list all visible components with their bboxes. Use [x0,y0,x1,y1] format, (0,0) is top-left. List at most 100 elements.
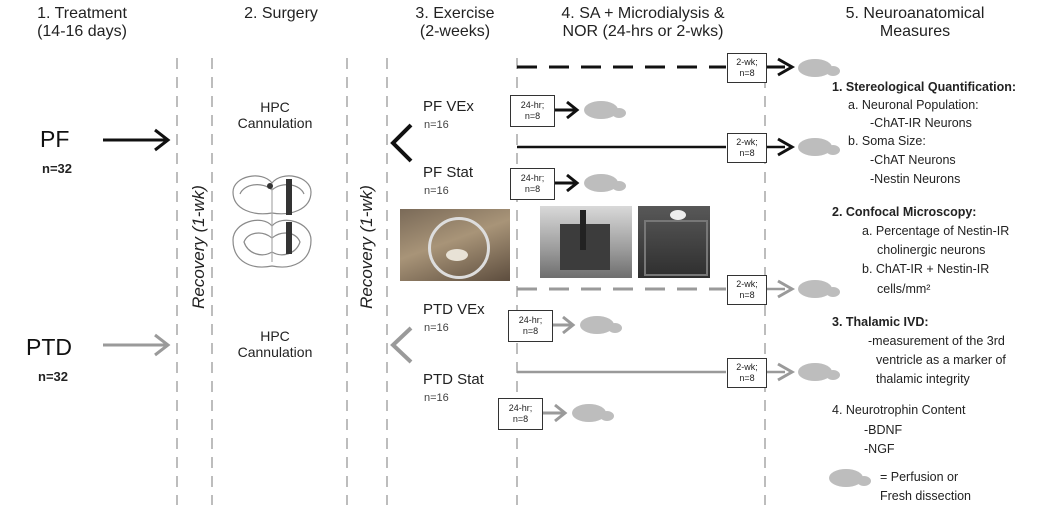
header-testing-line2: NOR (24-hrs or 2-wks) [562,23,724,41]
box-ptd-stat-24hr-line1: 24-hr; [508,403,533,414]
box-ptd-stat-2wk-line2: n=8 [739,373,755,383]
nor-rat-shape [670,210,686,220]
measure-1-line-b: b. Soma Size: [848,134,926,148]
ptd-arrow [103,333,171,357]
subgroup-ptd-stat-label: PTD Stat [423,371,484,388]
subgroup-ptd-vex-n: n=16 [424,322,449,334]
box-ptd-vex-24hr-line2: n=8 [522,326,539,336]
header-treatment-line2: (14-16 days) [37,23,127,41]
box-ptd-stat-2wk: 2-wk; n=8 [727,358,767,388]
pf-stat-24hr-arrow [554,173,580,193]
header-treatment-line1: 1. Treatment [37,5,127,22]
subgroup-pf-stat-n: n=16 [424,185,449,197]
measure-1-title: 1. Stereological Quantification: [832,80,1017,94]
box-ptd-stat-2wk-line1: 2-wk; [736,362,758,373]
brain-icons [572,59,871,487]
measure-2-line-a1: cholinergic neurons [877,243,986,257]
header-measures: 5. Neuroanatomical Measures [795,5,1035,42]
header-measures-line2: Measures [879,23,951,41]
rat-shape [446,249,468,261]
box-pf-stat-24hr-line1: 24-hr; [520,173,545,184]
measure-2-line-a: a. Percentage of Nestin-IR [862,224,1010,238]
measure-4-title: 4. Neurotrophin Content [832,403,966,417]
measure-1-line-a1: -ChAT-IR Neurons [870,116,972,130]
measure-4-line-1: -BDNF [864,423,903,437]
ptd-stat-2wk-line [517,362,796,382]
cannula-lower [286,222,292,254]
pf-arrow [103,128,171,152]
ptd-split-chevron [390,326,413,364]
ptd-vex-2wk-line [517,279,796,299]
subgroup-pf-stat-label: PF Stat [423,164,474,181]
arena-shape [644,220,708,276]
coronal-brain-section-sketch [232,175,312,268]
group-pf-label: PF [40,126,70,152]
surgery-label-pf: HPC Cannulation [230,99,320,131]
header-testing: 4. SA + Microdialysis & NOR (24-hrs or 2… [528,5,758,42]
wheel-running-photo [400,209,510,281]
pf-vex-24hr-arrow [554,100,580,120]
box-pf-stat-2wk-line1: 2-wk; [736,137,758,148]
legend-line-1: = Perfusion or [880,470,959,484]
recovery-label-1: Recovery (1-wk) [189,185,208,309]
pf-split-chevron [390,123,413,163]
header-exercise-line2: (2-weeks) [419,23,491,41]
measure-2-line-b: b. ChAT-IR + Nestin-IR [862,262,990,276]
measure-3-line-3: thalamic integrity [876,372,970,386]
recovery-label-2: Recovery (1-wk) [357,185,376,309]
cannula-upper [286,179,292,215]
header-exercise: 3. Exercise (2-weeks) [395,5,515,42]
microdialysis-photo [540,206,632,278]
injection-site-dot [267,183,273,189]
header-exercise-line1: 3. Exercise [415,5,495,22]
box-ptd-vex-24hr-line1: 24-hr; [518,315,543,326]
header-measures-line1: 5. Neuroanatomical [845,5,985,22]
box-ptd-stat-24hr: 24-hr; n=8 [498,398,543,430]
group-ptd-n: n=32 [38,369,68,384]
surgery-label-ptd: HPC Cannulation [230,328,320,360]
box-pf-vex-2wk-line2: n=8 [739,68,755,78]
box-pf-vex-24hr-line2: n=8 [524,111,541,121]
measure-4-line-2: -NGF [864,442,895,456]
box-pf-stat-2wk-line2: n=8 [739,148,755,158]
header-testing-line1: 4. SA + Microdialysis & [561,5,725,22]
nor-arena-photo [638,206,710,278]
group-ptd-label: PTD [26,334,72,360]
ptd-vex-24hr-arrow [552,315,576,335]
ptd-stat-24hr-arrow [542,403,568,423]
box-pf-stat-24hr-line2: n=8 [524,184,541,194]
header-surgery-line1: 2. Surgery [244,5,318,22]
measure-1-line-b2: -Nestin Neurons [870,172,961,186]
subgroup-pf-vex-label: PF VEx [423,98,474,115]
measure-3-line-1: -measurement of the 3rd [868,334,1005,348]
box-ptd-vex-2wk-line1: 2-wk; [736,279,758,290]
measure-2-title: 2. Confocal Microscopy: [832,205,977,219]
measure-3-line-2: ventricle as a marker of [876,353,1006,367]
measure-1-line-b1: -ChAT Neurons [870,153,956,167]
box-ptd-vex-2wk: 2-wk; n=8 [727,275,767,305]
legend-line-2: Fresh dissection [880,489,972,503]
surgery-label-pf-line2: Cannulation [237,115,313,132]
box-ptd-vex-2wk-line2: n=8 [739,290,755,300]
box-pf-vex-24hr: 24-hr; n=8 [510,95,555,127]
box-pf-vex-2wk: 2-wk; n=8 [727,53,767,83]
tether-shape [580,210,586,250]
pf-stat-2wk-line [517,137,796,157]
surgery-label-ptd-line1: HPC [260,328,290,344]
box-pf-stat-2wk: 2-wk; n=8 [727,133,767,163]
header-surgery: 2. Surgery [226,5,336,23]
subgroup-ptd-stat-n: n=16 [424,392,449,404]
box-pf-stat-24hr: 24-hr; n=8 [510,168,555,200]
box-pf-vex-2wk-line1: 2-wk; [736,57,758,68]
surgery-label-ptd-line2: Cannulation [237,344,313,361]
measure-1-line-a: a. Neuronal Population: [848,98,979,112]
group-pf-n: n=32 [42,161,72,176]
wheel-shape [428,217,490,279]
measure-3-title: 3. Thalamic IVD: [832,315,929,329]
measure-2-line-b1: cells/mm² [877,282,931,296]
header-treatment: 1. Treatment (14-16 days) [2,5,162,42]
box-pf-vex-24hr-line1: 24-hr; [520,100,545,111]
subgroup-ptd-vex-label: PTD VEx [423,301,485,318]
